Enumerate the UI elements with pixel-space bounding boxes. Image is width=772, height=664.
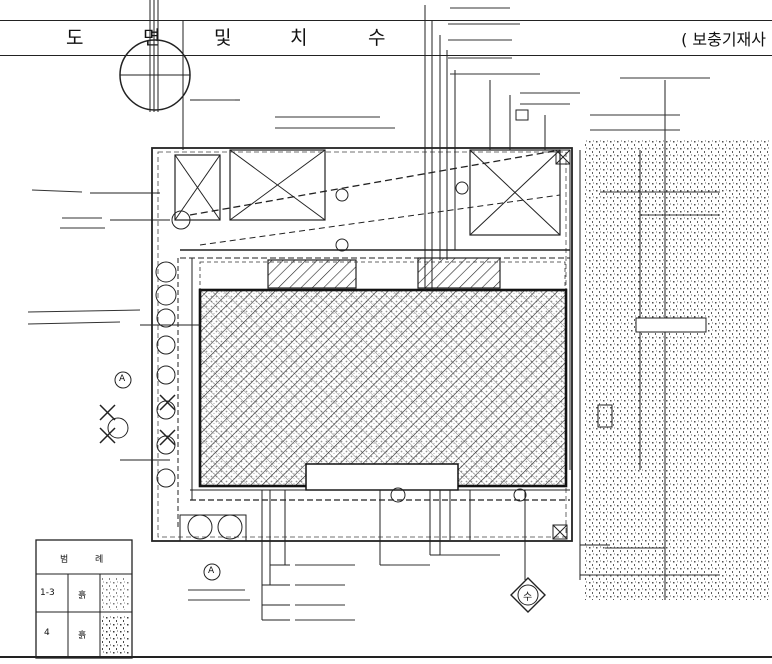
- legend-row-2-code: 4: [44, 628, 50, 638]
- title-char-2: 면: [143, 27, 162, 49]
- title-char-1: 도: [66, 27, 85, 49]
- manhole-label: 수: [523, 592, 533, 603]
- bottom-border: [0, 656, 772, 658]
- title-char-4: 치: [290, 27, 309, 49]
- north-arrow-symbol: [119, 0, 191, 150]
- site-boundary: [151, 147, 573, 542]
- legend-row-1-code: 1-3: [40, 588, 55, 598]
- title-char-3: 및: [214, 27, 233, 49]
- legend-head-1: 범: [60, 555, 69, 565]
- supplement-note: ( 보충기재사: [681, 30, 766, 49]
- legend-row-1-text: 흙: [78, 591, 87, 601]
- marker-a2-label: A: [208, 566, 215, 576]
- legend-table-frame: [35, 539, 133, 659]
- legend-head-2: 례: [95, 555, 104, 565]
- title-char-5: 수: [368, 27, 387, 49]
- legend-row-2-text: 흙: [78, 631, 87, 641]
- title-strip: 도 면 및 치 수 ( 보충기재사: [0, 20, 772, 56]
- marker-a-label: A: [119, 374, 126, 384]
